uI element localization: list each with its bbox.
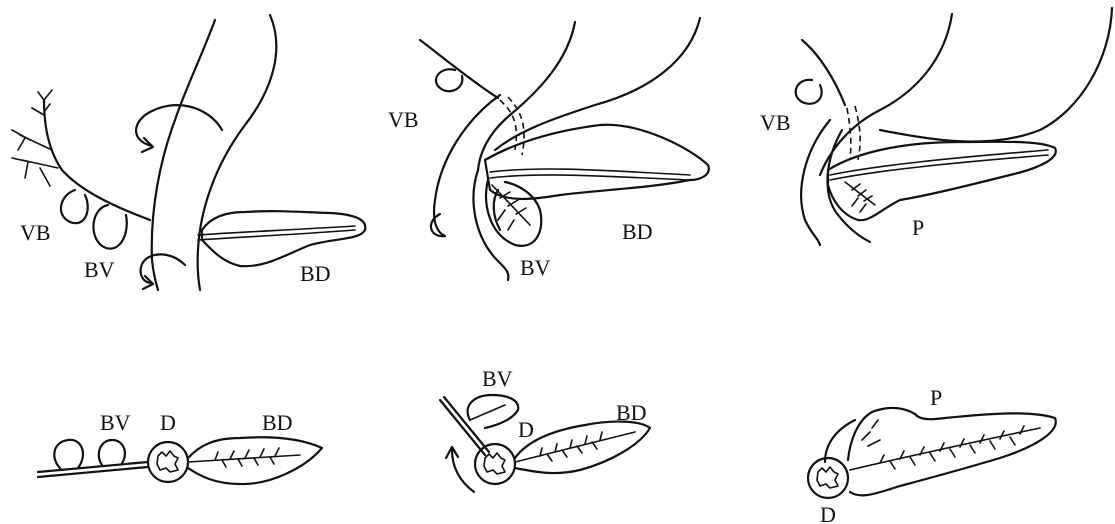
panel-4-label-bd: BD <box>262 410 293 435</box>
panel-3-label-vb: VB <box>760 110 791 135</box>
panel-2-bile-duct <box>420 40 498 98</box>
panel-1-ventral-branches <box>12 90 58 186</box>
panel-2-gallbladder <box>436 69 462 91</box>
panel-5-rod <box>440 397 489 455</box>
panel-5-duodenum-lumen <box>484 453 505 474</box>
panel-2-left-loop <box>431 214 445 236</box>
panel-3-label-p: P <box>912 215 924 240</box>
panel-5: BV D BD <box>440 366 650 492</box>
panel-1-label-bv: BV <box>84 257 115 282</box>
panel-2-label-vb: VB <box>388 107 419 132</box>
panel-4-rod <box>38 462 148 477</box>
panel-4-label-bv: BV <box>100 410 131 435</box>
panel-3-gallbladder <box>796 80 822 104</box>
panel-2-label-bv: BV <box>520 255 551 280</box>
panel-1-label-bd: BD <box>300 261 331 286</box>
panel-2-label-bd: BD <box>622 219 653 244</box>
panel-2-stomach-curve <box>478 22 575 170</box>
panel-5-ventral-duct <box>470 405 505 420</box>
panel-2-outer-stomach <box>495 18 700 150</box>
panel-6-label-d: D <box>820 502 836 524</box>
panel-3-inner-curve <box>827 130 870 242</box>
panel-2: VB BV BD <box>388 18 709 280</box>
panel-6-duodenum-lumen <box>817 467 838 488</box>
panel-4-dorsal-duct <box>188 448 300 467</box>
panel-1-ventral-lobe-2 <box>93 205 126 249</box>
panel-1-dorsal-duct <box>198 226 355 240</box>
panel-6-duodenum-ring <box>808 458 848 498</box>
panel-2-dorsal-duct <box>490 169 690 180</box>
panel-6-ventral-hook <box>825 420 855 462</box>
panel-5-label-bv: BV <box>482 366 513 391</box>
panel-5-dorsal-bud <box>515 422 650 474</box>
panel-4-bud-2 <box>99 440 125 465</box>
panel-5-label-d: D <box>518 417 534 442</box>
panel-1: VB BV BD <box>12 15 365 290</box>
panel-3-branches <box>845 182 875 212</box>
panel-3-duodenum-curve <box>801 120 830 245</box>
panel-2-outer-curve <box>434 95 500 236</box>
panel-1-duodenum-left-wall <box>152 20 215 290</box>
panel-4-bud-1 <box>54 440 83 470</box>
panel-4-duodenum-lumen <box>157 451 178 472</box>
panel-5-label-bd: BD <box>616 400 647 425</box>
panel-1-ventral-lobe-1 <box>61 190 88 223</box>
panel-3-dashed-duct-2 <box>855 106 860 160</box>
panel-2-inner-wall <box>473 170 508 280</box>
panel-1-label-vb: VB <box>20 220 51 245</box>
panel-5-ventral-bud <box>468 395 519 428</box>
panel-3: VB P <box>760 8 1112 245</box>
panel-4-duodenum-ring <box>148 442 188 482</box>
panel-6-label-p: P <box>930 385 942 410</box>
panel-4: BV D BD <box>38 410 322 484</box>
panel-5-duodenum-ring <box>475 444 515 484</box>
panel-4-label-d: D <box>160 410 176 435</box>
panel-3-stomach-outer <box>880 8 1112 142</box>
panel-2-dashed-duct-1 <box>500 100 516 150</box>
panel-1-ventral-duct <box>44 100 150 220</box>
panel-5-rotation-arrow <box>452 450 474 492</box>
panel-6-pancreatic-duct <box>850 428 1040 470</box>
panel-6: P D <box>808 385 1056 524</box>
panel-3-bile-duct <box>802 40 845 105</box>
